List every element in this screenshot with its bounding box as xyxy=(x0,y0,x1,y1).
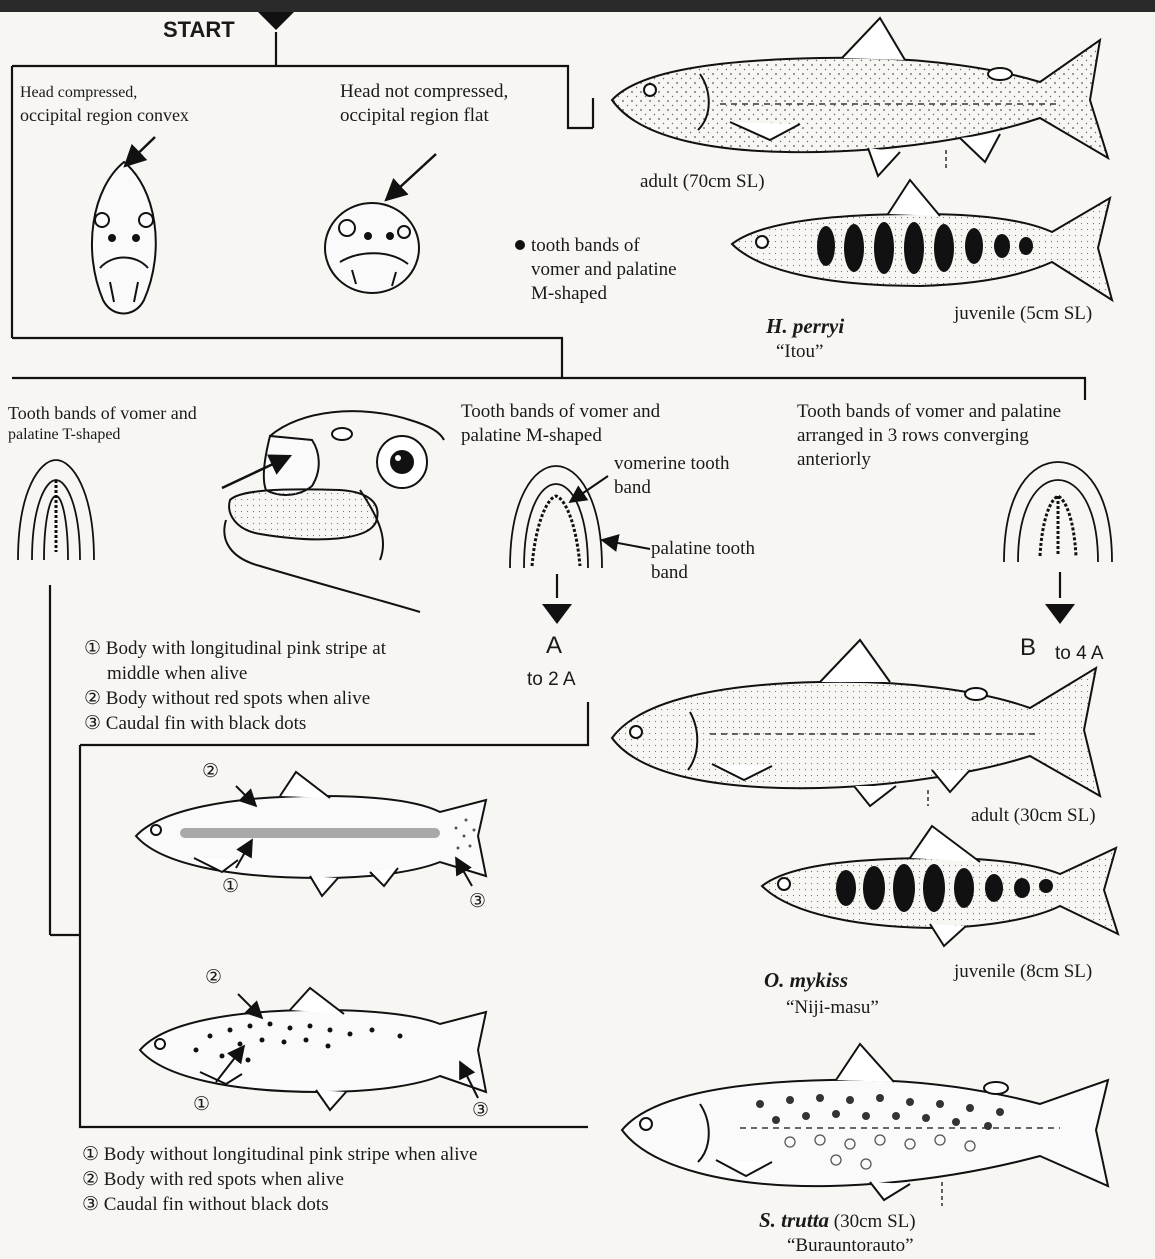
perryi-juvenile-caption: juvenile (5cm SL) xyxy=(954,302,1092,326)
mykiss-traits-list: ① Body with longitudinal pink stripe at … xyxy=(84,636,386,736)
trait-item: middle when alive xyxy=(84,661,386,686)
flat-head-text: Head not compressed, occipital region fl… xyxy=(340,80,508,128)
trutta-box-illustration xyxy=(140,988,486,1110)
trutta-common-name: “Burauntorauto” xyxy=(787,1234,914,1258)
marker-three-b: ③ xyxy=(472,1099,489,1123)
mykiss-adult-caption: adult (30cm SL) xyxy=(971,804,1096,828)
trait-item: ③ Caudal fin with black dots xyxy=(84,711,386,736)
trait-item: ① Body with longitudinal pink stripe at xyxy=(84,636,386,661)
m-shaped-text: Tooth bands of vomer and palatine M-shap… xyxy=(461,400,660,448)
trait-item: ② Body without red spots when alive xyxy=(84,686,386,711)
perryi-common-name: “Itou” xyxy=(776,340,823,364)
trutta-species-line: S. trutta (30cm SL) xyxy=(759,1208,916,1234)
marker-three-a: ③ xyxy=(469,890,486,914)
t-shaped-text: Tooth bands of vomer and palatine T-shap… xyxy=(8,402,197,446)
start-label: START xyxy=(163,18,235,42)
trutta-traits-list: ① Body without longitudinal pink stripe … xyxy=(82,1142,477,1217)
mykiss-juvenile-caption: juvenile (8cm SL) xyxy=(954,960,1092,984)
perryi-adult-illustration xyxy=(612,18,1108,176)
mykiss-box-illustration xyxy=(136,772,486,896)
branch-a-target: to 2 A xyxy=(527,668,576,692)
perryi-tooth-note: tooth bands of vomer and palatine M-shap… xyxy=(531,234,677,306)
perryi-adult-caption: adult (70cm SL) xyxy=(640,170,765,194)
marker-one-b: ① xyxy=(193,1093,210,1117)
branch-b-letter: B xyxy=(1020,636,1036,660)
mykiss-juvenile-illustration xyxy=(762,826,1118,946)
trutta-size: (30cm SL) xyxy=(834,1211,916,1232)
marker-two-a: ② xyxy=(202,760,219,784)
mykiss-adult-illustration xyxy=(612,640,1100,806)
marker-two-b: ② xyxy=(205,966,222,990)
perryi-species-name: H. perryi xyxy=(766,314,844,338)
vomerine-band-label: vomerine tooth band xyxy=(614,452,730,500)
palatine-band-label: palatine tooth band xyxy=(651,537,755,585)
tooth-band-m-shaped xyxy=(510,466,602,568)
tooth-band-three-rows xyxy=(1004,462,1112,562)
marker-one-a: ① xyxy=(222,875,239,899)
three-rows-text: Tooth bands of vomer and palatine arrang… xyxy=(797,400,1061,472)
flat-head-sketch xyxy=(325,203,419,293)
compressed-head-text: Head compressed, occipital region convex xyxy=(20,82,189,126)
trait-item: ③ Caudal fin without black dots xyxy=(82,1192,477,1217)
trait-item: ① Body without longitudinal pink stripe … xyxy=(82,1142,477,1167)
mykiss-species-name: O. mykiss xyxy=(764,968,848,992)
trait-item: ② Body with red spots when alive xyxy=(82,1167,477,1192)
open-mouth-head-illustration xyxy=(224,411,444,612)
trutta-adult-illustration xyxy=(622,1044,1108,1200)
mykiss-common-name: “Niji-masu” xyxy=(786,996,879,1020)
trutta-species-name: S. trutta xyxy=(759,1208,829,1232)
branch-b-target: to 4 A xyxy=(1055,642,1104,666)
branch-a-letter: A xyxy=(546,634,562,658)
tooth-band-t-shaped xyxy=(18,460,94,560)
top-edge xyxy=(0,0,1155,12)
bullet-dot xyxy=(515,240,525,250)
compressed-head-sketch xyxy=(92,162,156,314)
perryi-juvenile-illustration xyxy=(732,180,1112,300)
